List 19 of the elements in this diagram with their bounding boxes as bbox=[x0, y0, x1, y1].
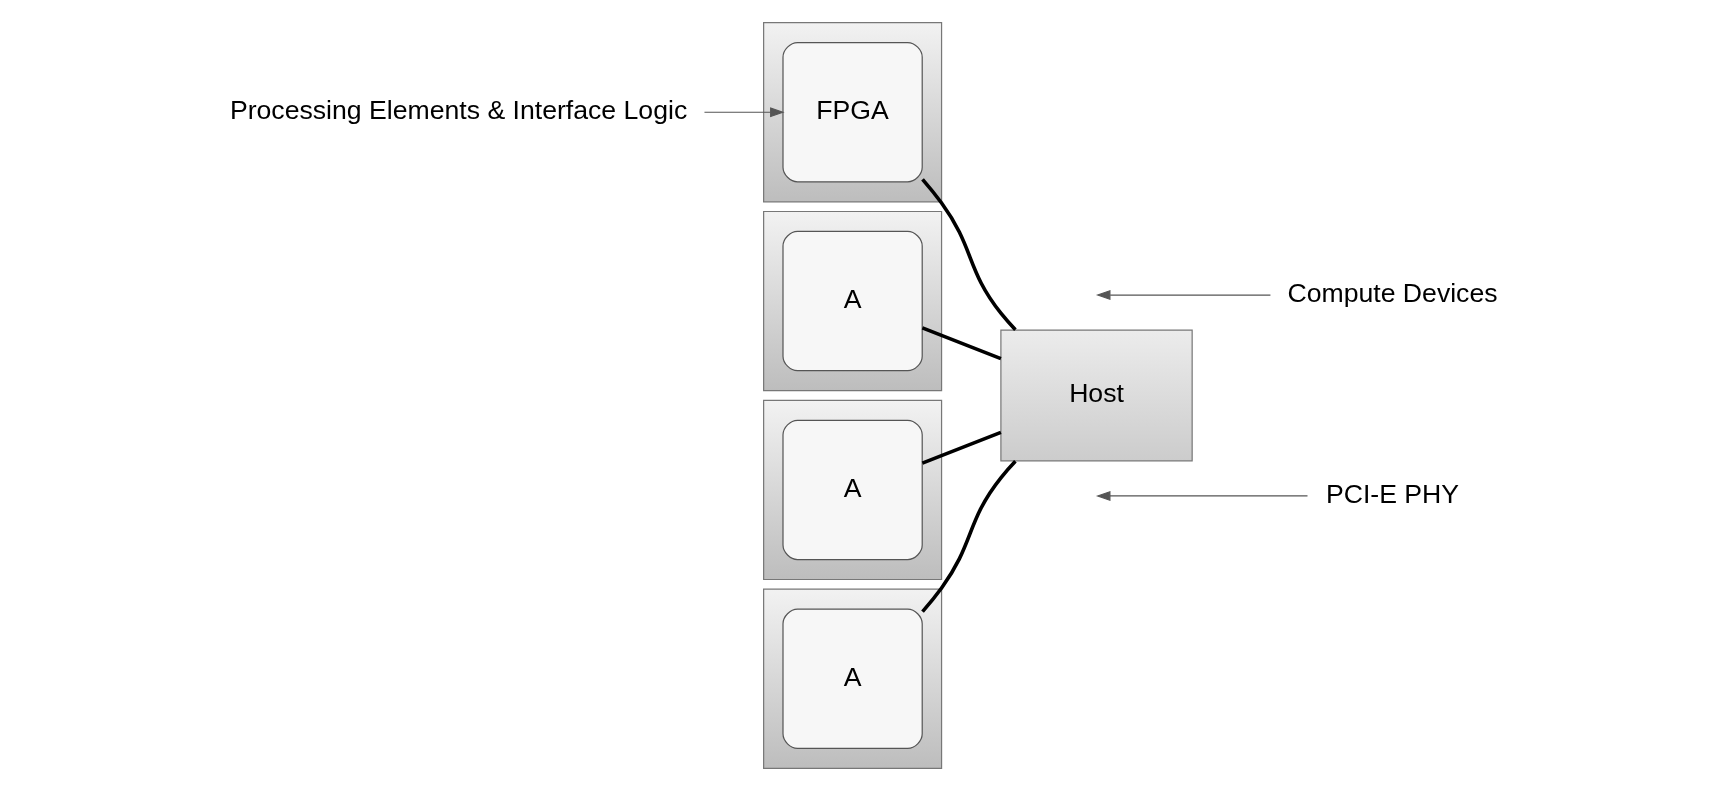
connector bbox=[921, 430, 1002, 465]
node-box: A bbox=[781, 419, 923, 561]
connector bbox=[921, 326, 1002, 361]
arrow bbox=[703, 107, 785, 118]
node-text: Compute Devices bbox=[1286, 277, 1498, 308]
node-box: Host bbox=[999, 329, 1193, 462]
cluster bbox=[762, 210, 942, 392]
arrow bbox=[1095, 490, 1308, 502]
cluster bbox=[762, 588, 942, 769]
arrow bbox=[1095, 289, 1271, 301]
cluster bbox=[762, 22, 942, 203]
node-box: A bbox=[781, 608, 923, 749]
node-text: Processing Elements & Interface Logic bbox=[229, 95, 687, 126]
connector bbox=[920, 178, 1017, 331]
node-text: PCI-E PHY bbox=[1325, 478, 1459, 509]
node-box: A bbox=[781, 230, 923, 372]
cluster bbox=[762, 399, 942, 581]
node-box: FPGA bbox=[781, 42, 923, 183]
connector bbox=[920, 460, 1017, 613]
